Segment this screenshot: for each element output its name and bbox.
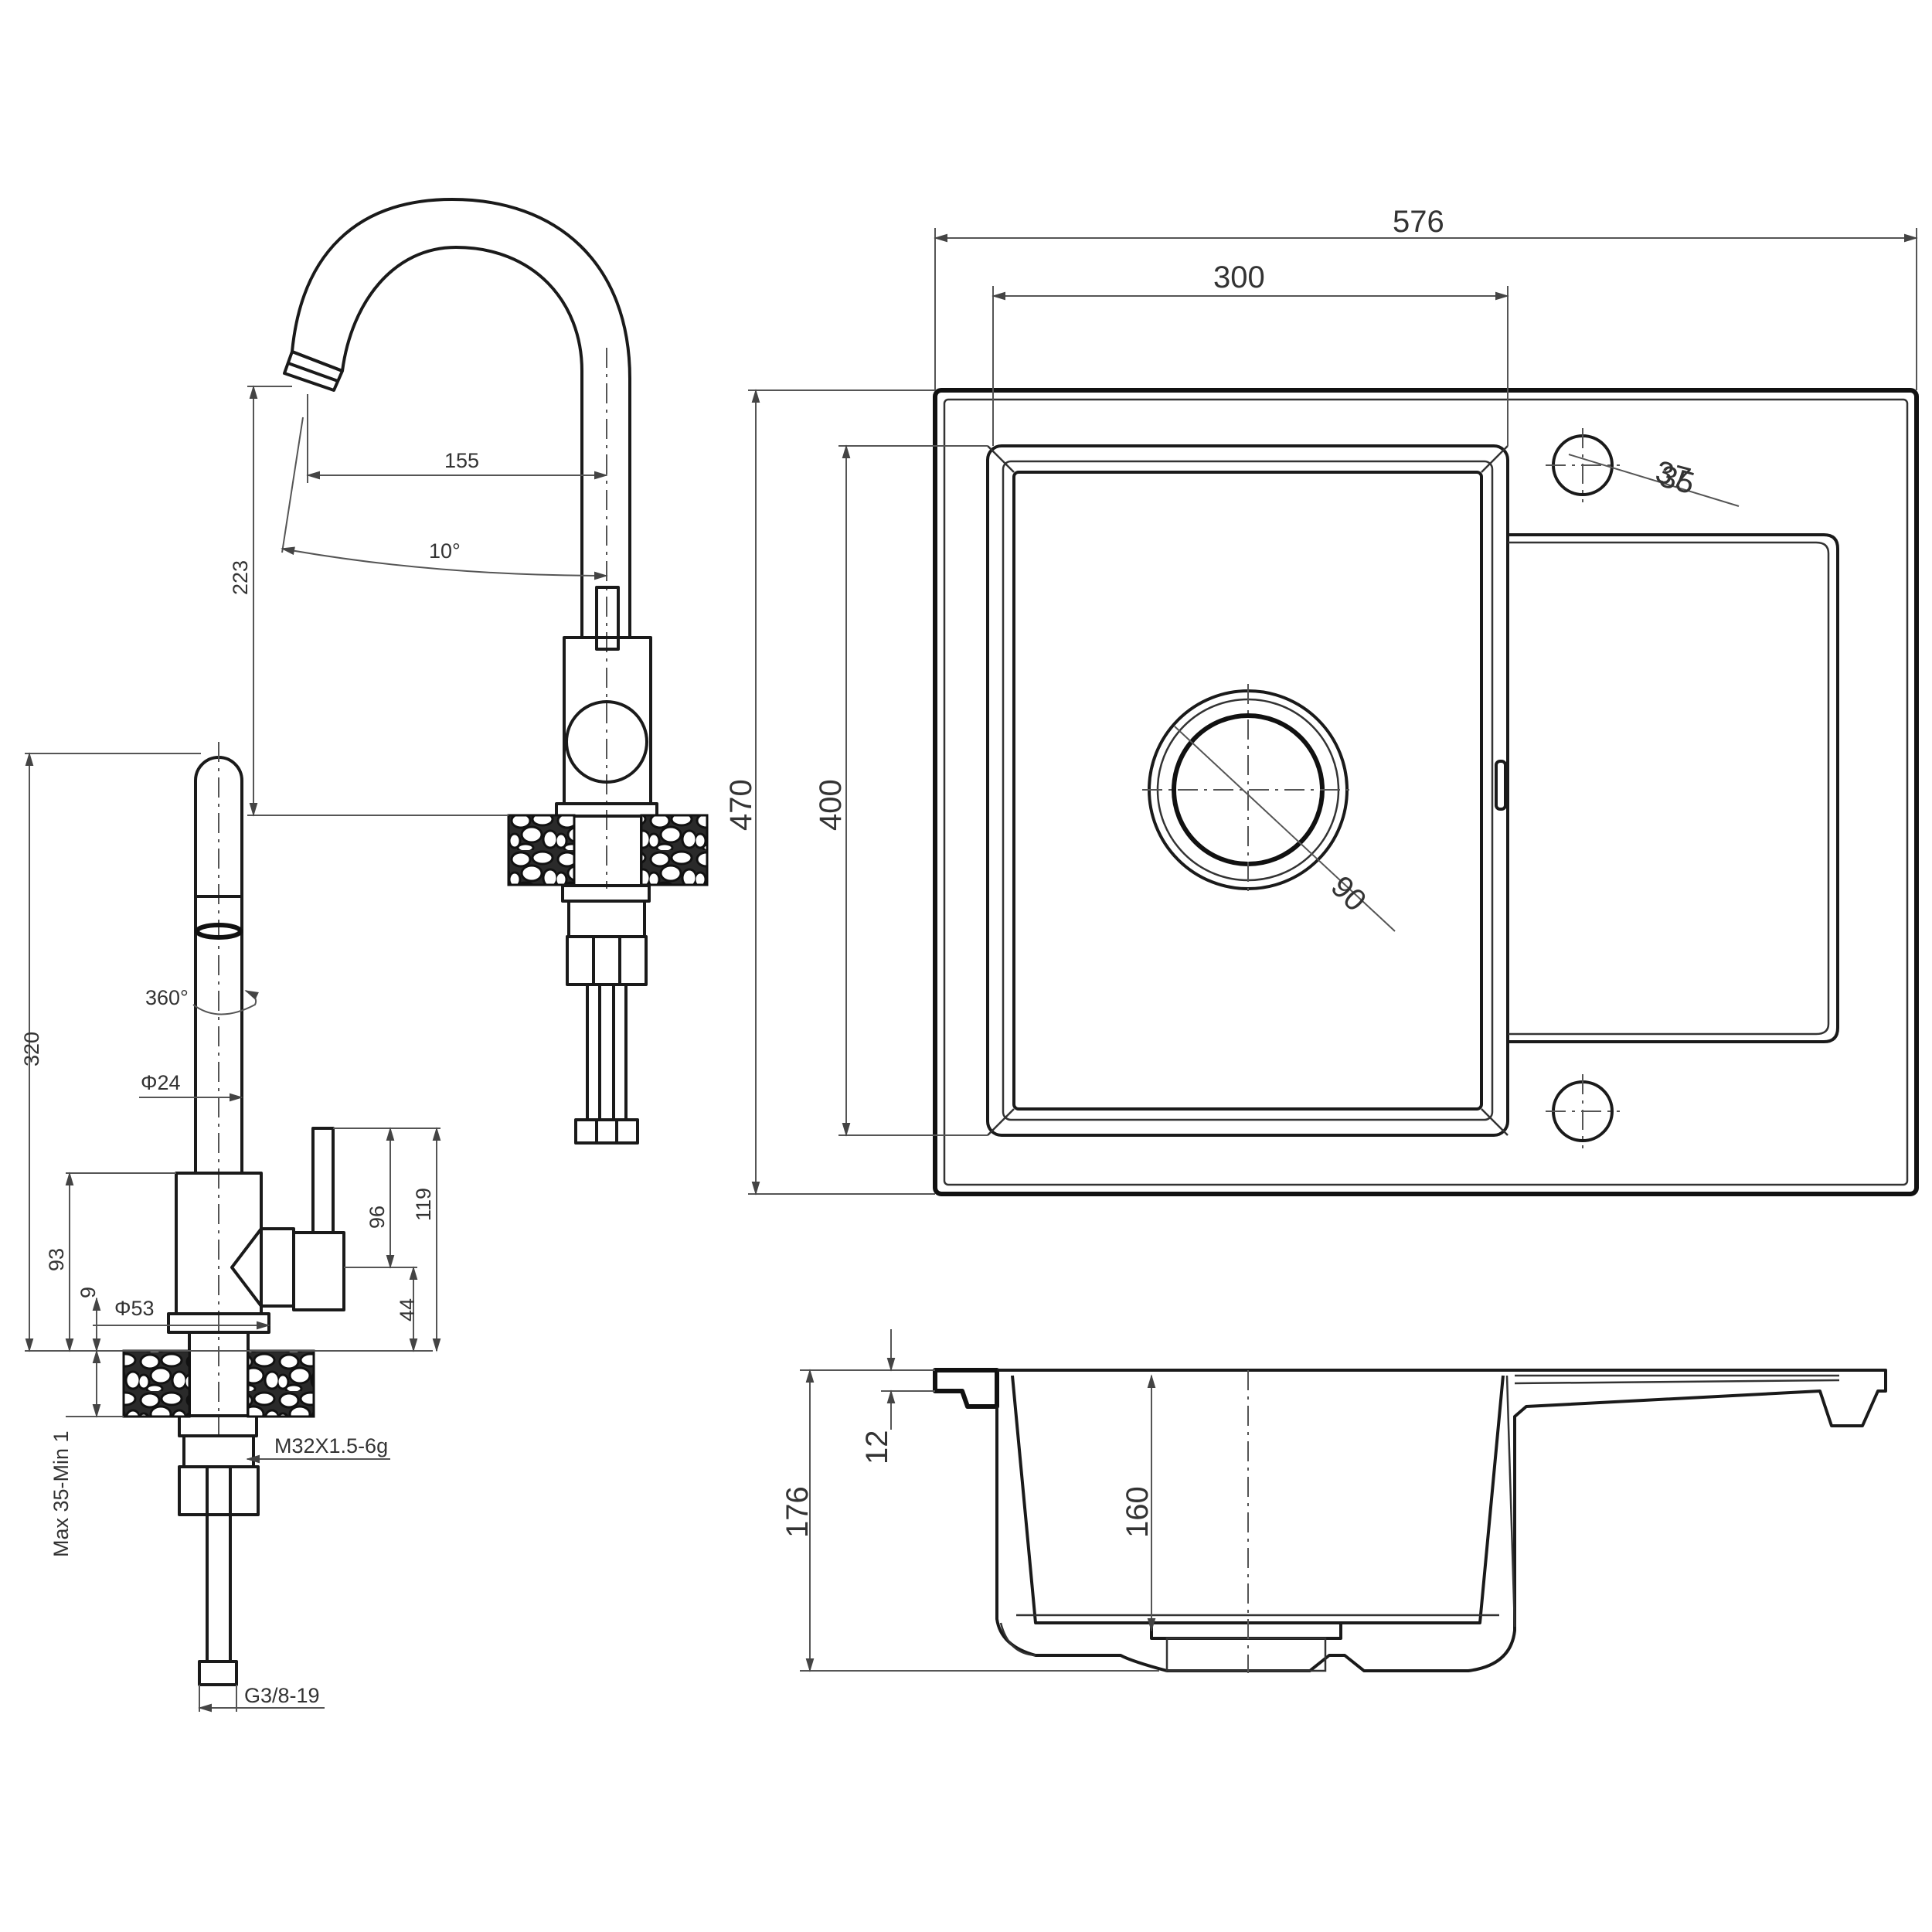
sink-top-view: 90 37 35 576 300 470 400 — [724, 205, 1919, 1196]
dim-overall-height: 176 — [781, 1486, 815, 1538]
dim-body-height: 93 — [45, 1248, 68, 1271]
thread-spec: M32X1.5-6g — [274, 1434, 388, 1458]
dim-base-diameter: Φ53 — [114, 1297, 155, 1320]
dim-tilt-angle: 10° — [429, 539, 461, 563]
dim-rim-height: 12 — [860, 1430, 894, 1465]
dim-bowl-height: 160 — [1121, 1486, 1155, 1538]
faucet-side-view: 320 93 9 Φ53 Φ24 360° 96 119 44 Max 35-M… — [20, 742, 441, 1713]
faucet-front-view: 155 10° 223 — [229, 198, 709, 1145]
dim-overall-width: 576 — [1393, 205, 1444, 239]
dim-spout-reach: 155 — [444, 449, 479, 472]
dim-handle-height-high: 119 — [412, 1188, 435, 1221]
dim-handle-height-low: 96 — [366, 1206, 389, 1229]
hose-connector-spec: G3/8-19 — [244, 1684, 320, 1707]
dim-countertop-thickness: Max 35-Min 1 — [49, 1430, 73, 1557]
sink-section-view: 176 160 12 — [781, 1329, 1887, 1673]
dim-drain-diameter: 90 — [1325, 869, 1373, 918]
dim-spout-diameter: Φ24 — [141, 1071, 181, 1094]
dim-bowl-width: 300 — [1213, 260, 1265, 294]
dim-overall-depth: 470 — [724, 779, 758, 831]
dim-rotation: 360° — [145, 986, 189, 1009]
dim-bowl-depth: 400 — [814, 779, 848, 831]
dim-height-overall: 320 — [20, 1032, 43, 1066]
dim-spout-height: 223 — [229, 560, 252, 595]
dim-handle-axis: 44 — [396, 1298, 419, 1321]
dim-base-ring: 9 — [77, 1287, 100, 1298]
